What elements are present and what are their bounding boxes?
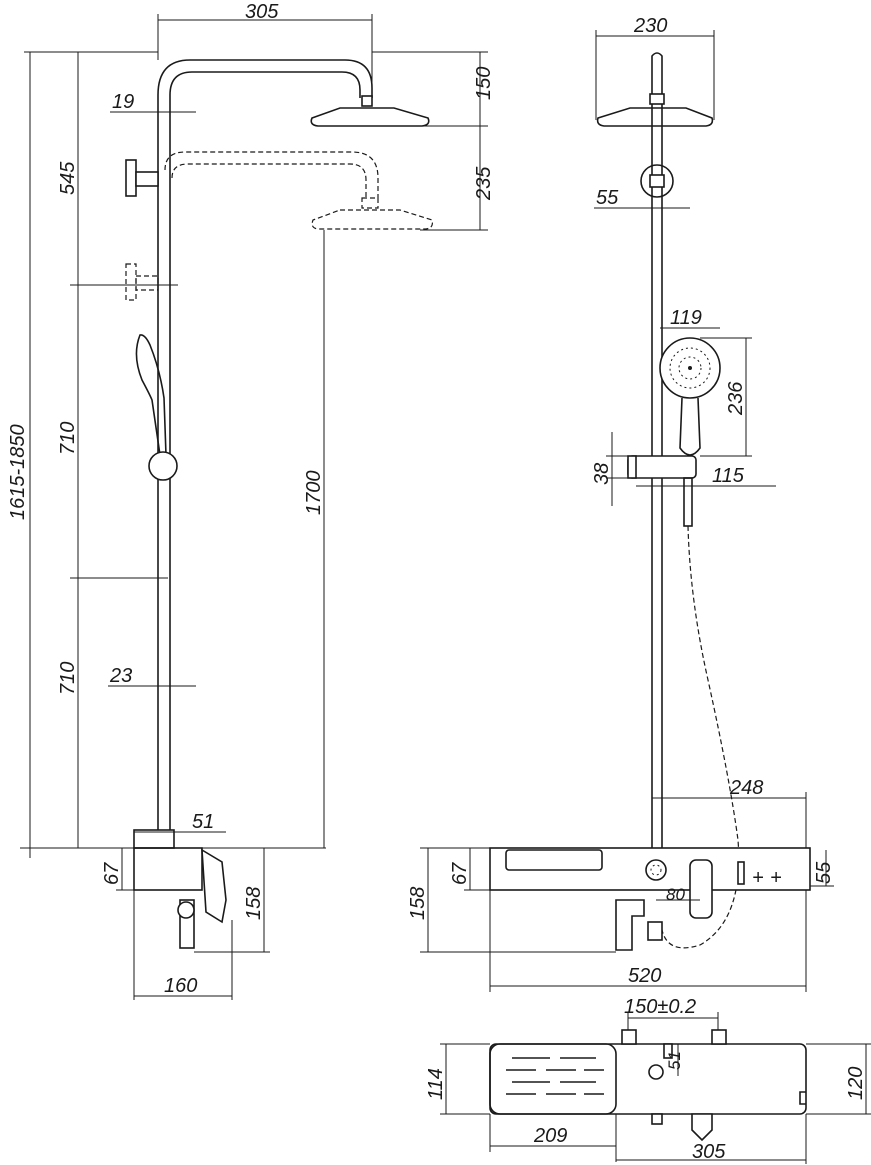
- slider-front: [627, 455, 697, 479]
- spout-top: [691, 1113, 713, 1142]
- dim-235-label: 235: [473, 166, 495, 201]
- spray-ring-outer: [669, 347, 711, 389]
- dim-115-label: 115: [712, 465, 745, 487]
- dim-150-label: 150±0.2: [624, 996, 696, 1018]
- dim-80-label: 80: [666, 885, 685, 904]
- spray-ring-inner: [678, 356, 702, 380]
- mixer-handle-front: [689, 859, 713, 919]
- dim-23-label: 23: [109, 665, 132, 687]
- dim-top-305-label: 305: [692, 1141, 726, 1163]
- wall-bracket-upper-plate: [125, 159, 137, 197]
- diverter-top: [648, 1064, 664, 1080]
- bracket-clamp: [649, 174, 665, 188]
- diverter-side: [177, 901, 195, 919]
- dim-55-label: 55: [596, 187, 619, 209]
- rain-head-top: [310, 107, 430, 127]
- dim-545-label: 545: [57, 161, 79, 195]
- slider-knob-front: [627, 455, 637, 479]
- spray-center: [688, 366, 692, 370]
- front-view: + + 230 55 119 236 38 115 248: [407, 15, 835, 992]
- end-notch-top: [799, 1091, 806, 1105]
- shower-arm-top-inner: [169, 71, 361, 98]
- head-connector-low: [361, 197, 379, 209]
- dim-520-label: 520: [628, 965, 661, 987]
- wall-bracket-upper-arm: [135, 171, 159, 187]
- head-connector-front: [649, 93, 665, 105]
- dim-710-upper-label: 710: [57, 422, 79, 455]
- inlet-right: [711, 1029, 727, 1045]
- dim-front-158-label: 158: [407, 887, 429, 920]
- dim-51-label: 51: [192, 811, 214, 833]
- wall-bracket-lower-plate: [125, 263, 137, 301]
- dim-236-label: 236: [725, 381, 747, 416]
- rain-head-low: [311, 209, 433, 230]
- dim-1700-label: 1700: [303, 471, 325, 516]
- dim-150-label: 150: [473, 67, 495, 100]
- mixer-top-cap: [133, 829, 175, 849]
- side-view: 305 150 235 19 1615-1850 545 710 710 170…: [7, 1, 495, 1000]
- wall-bracket-lower-arm: [135, 275, 159, 291]
- dim-209-label: 209: [533, 1125, 567, 1147]
- dim-38-label: 38: [591, 463, 613, 485]
- rain-head-front: [596, 107, 714, 127]
- mixer-body-side: [133, 847, 203, 891]
- diverter-knob-front: [645, 859, 667, 881]
- dim-67-label: 67: [101, 862, 123, 885]
- spout-front: [615, 899, 645, 951]
- dim-160-label: 160: [164, 975, 197, 997]
- dim-1615-1850-label: 1615-1850: [7, 424, 29, 520]
- dim-305-label: 305: [245, 1, 279, 23]
- hose-connector: [683, 477, 693, 527]
- hose-outlet-top: [651, 1113, 663, 1125]
- end-cap-front: [737, 861, 745, 885]
- top-view: 150±0.2 114 51 120 209 305: [425, 996, 871, 1164]
- fixing-mark-2: +: [770, 867, 782, 889]
- shelf-tray-top: [489, 1043, 617, 1115]
- hand-shower-side: [135, 334, 167, 460]
- fixing-mark-1: +: [752, 867, 764, 889]
- inlet-left: [621, 1029, 637, 1045]
- mixer-body-top: [489, 1043, 807, 1115]
- shelf-tray-front: [505, 849, 603, 871]
- dim-front-67-label: 67: [449, 862, 471, 885]
- dim-158-label: 158: [243, 887, 265, 920]
- shower-hose: [661, 525, 740, 949]
- head-connector-top: [361, 95, 373, 107]
- dim-114-label: 114: [425, 1068, 447, 1100]
- arm-front: [651, 52, 663, 98]
- dim-710-lower-label: 710: [57, 662, 79, 695]
- shower-arm-low-inner: [171, 163, 367, 198]
- dim-230-label: 230: [633, 15, 667, 37]
- shower-arm-top-outer: [157, 59, 373, 98]
- tray-drain-slots: [506, 1057, 604, 1095]
- dim-248-label: 248: [729, 777, 763, 799]
- hand-shower-handle: [679, 397, 701, 456]
- slider-knob: [148, 451, 178, 481]
- mixer-lever-side: [201, 848, 227, 924]
- dim-119-label: 119: [670, 307, 702, 329]
- dim-19-label: 19: [112, 91, 134, 113]
- outlet-top: [663, 1043, 673, 1059]
- shower-arm-low-outer: [164, 151, 379, 198]
- dim-end-55-label: 55: [813, 861, 835, 884]
- dim-top-51-label: 51: [665, 1051, 684, 1070]
- hose-outlet-front: [647, 921, 663, 941]
- wall-bracket-front: [640, 164, 674, 198]
- dim-120-label: 120: [845, 1067, 867, 1100]
